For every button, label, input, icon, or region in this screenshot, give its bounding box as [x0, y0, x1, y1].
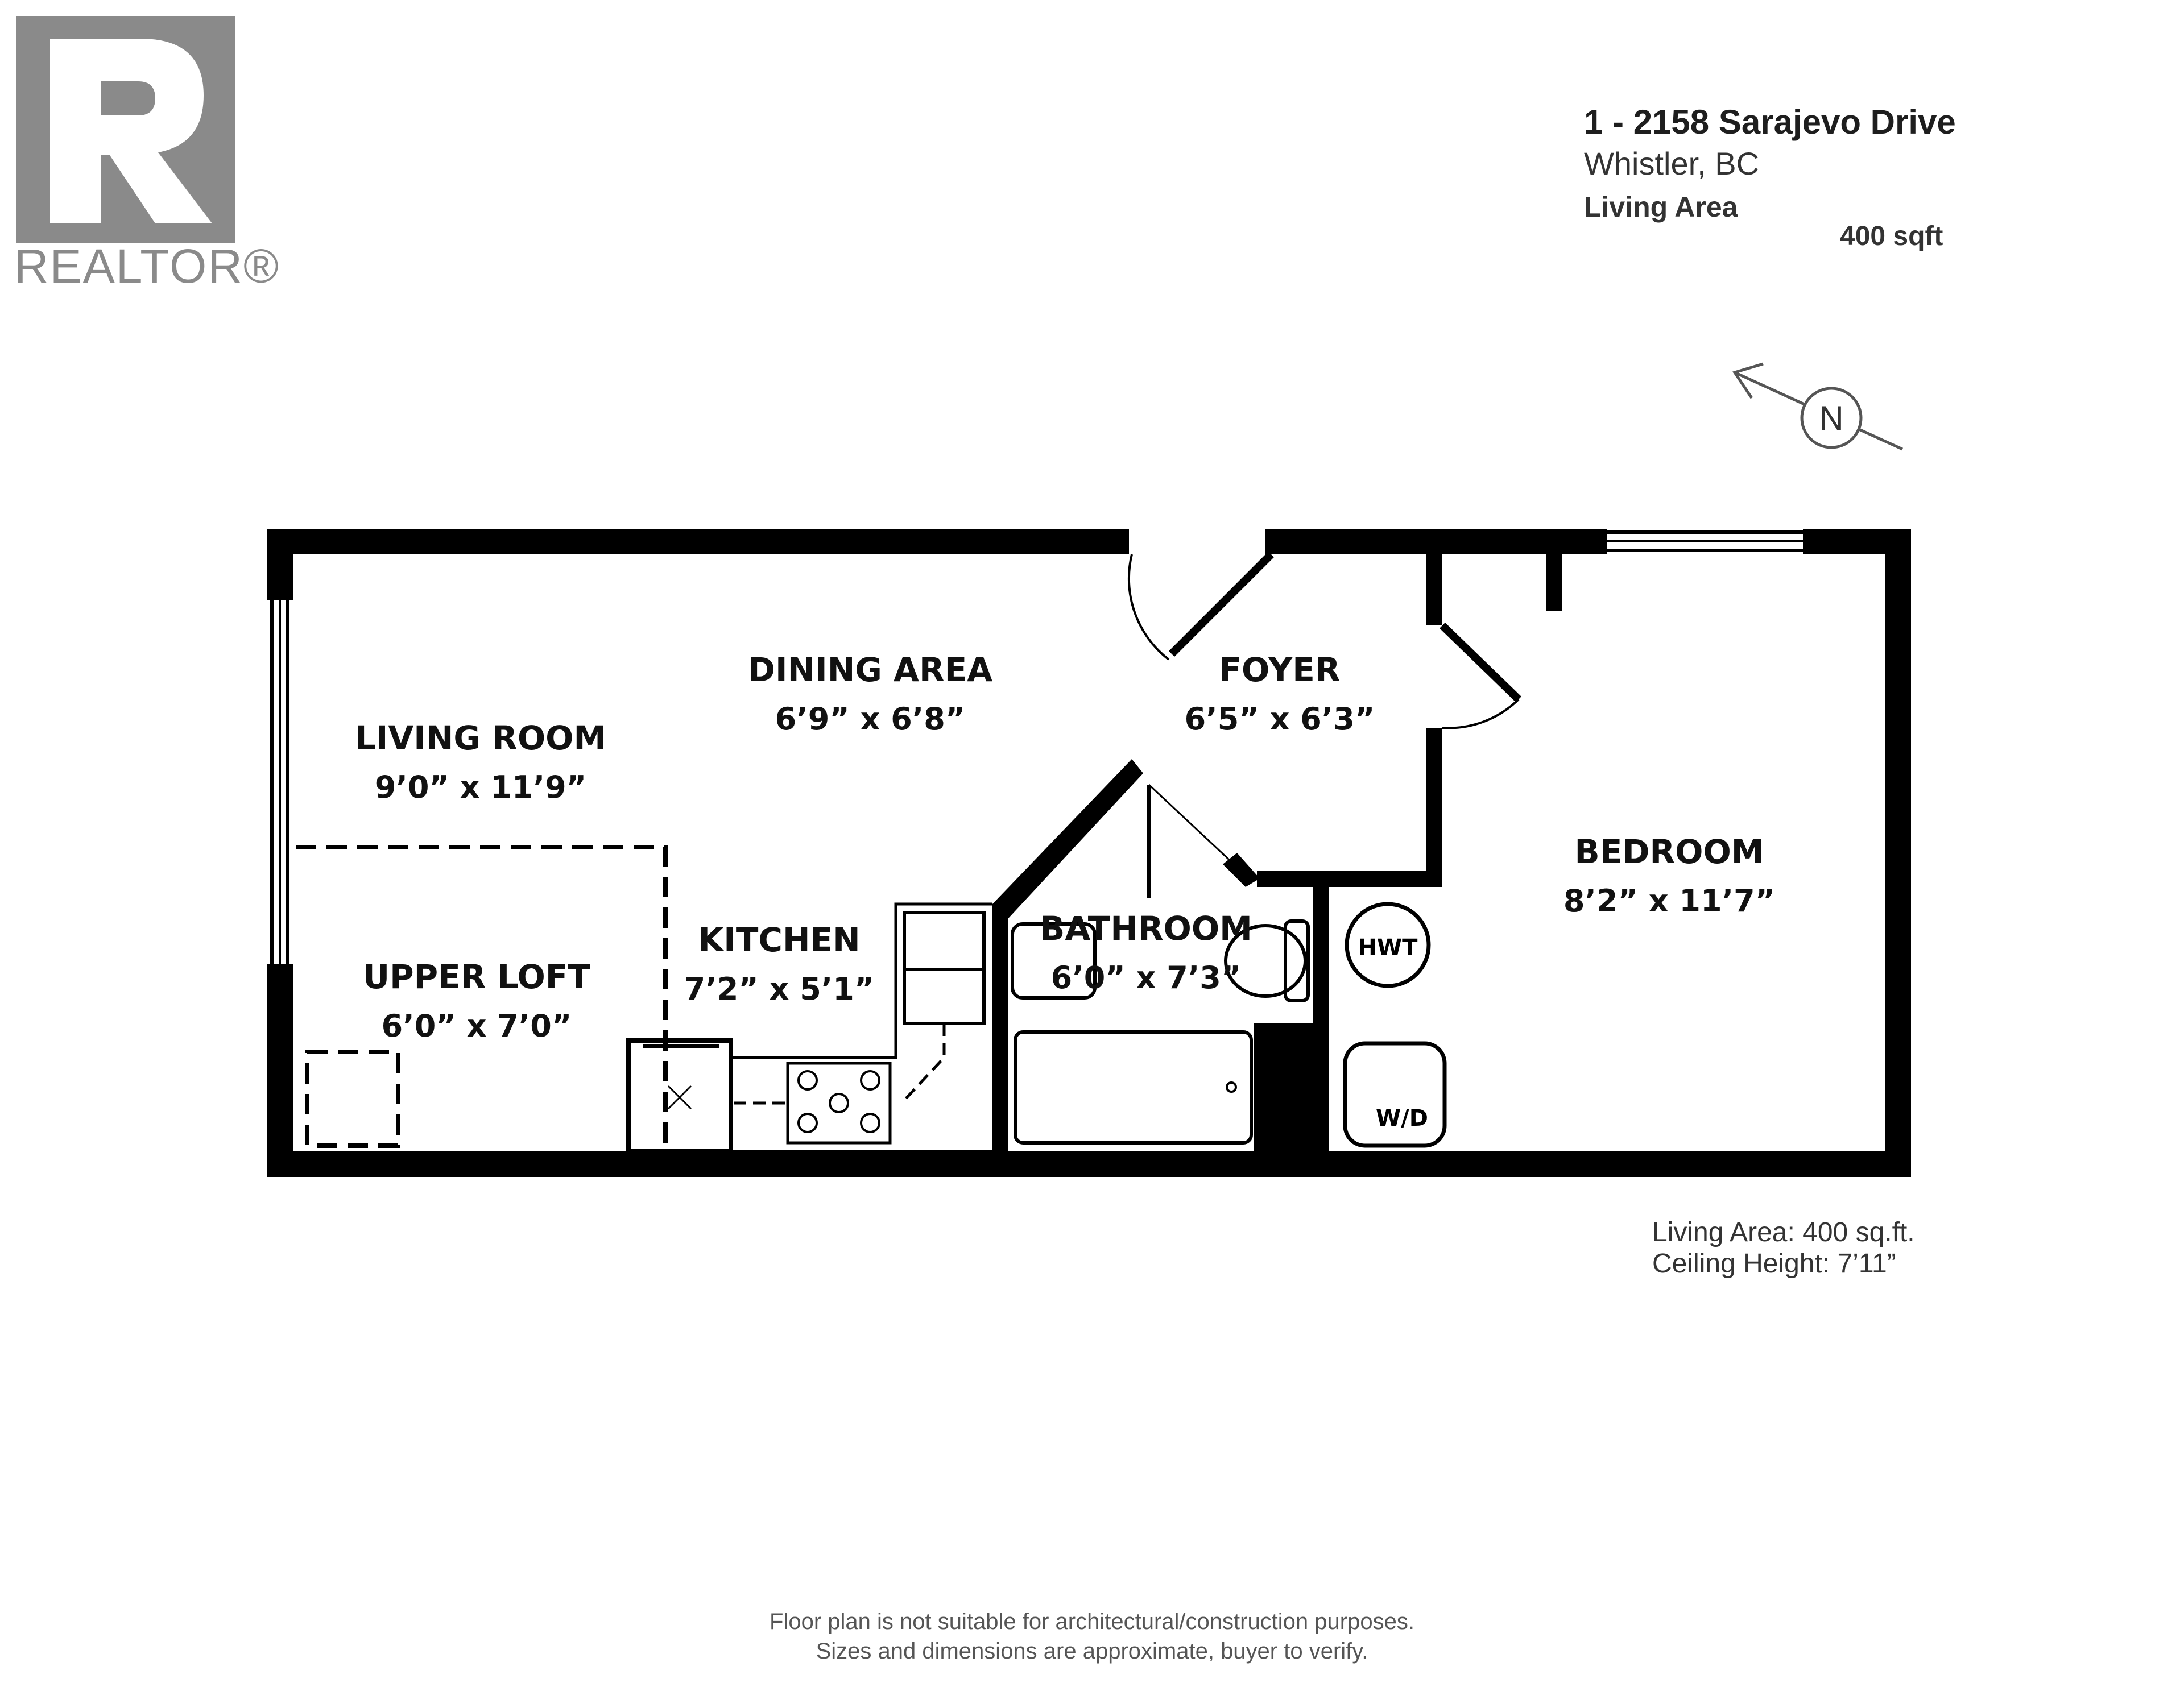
dining-area-dims: 6’9” x 6’8” — [775, 701, 966, 737]
disclaimer-line-1: Floor plan is not suitable for architect… — [770, 1609, 1414, 1634]
address-line-2: Whistler, BC — [1584, 146, 1760, 181]
compass-label: N — [1819, 399, 1843, 437]
disclaimer-line-2: Sizes and dimensions are approximate, bu… — [816, 1639, 1368, 1664]
living-area-info: Living Area: 400 sq.ft. — [1652, 1217, 1915, 1247]
bedroom-name: BEDROOM — [1575, 832, 1764, 871]
dining-area-name: DINING AREA — [748, 650, 992, 689]
upper-loft-dims: 6’0” x 7’0” — [382, 1008, 572, 1044]
washer-dryer-icon — [1343, 1041, 1447, 1148]
interior-walls — [992, 554, 1562, 1151]
utility-fixtures — [1343, 902, 1447, 1148]
living-area-value: 400 sqft — [1840, 221, 1943, 251]
realtor-logo-mark — [16, 16, 235, 243]
kitchen-dims: 7’2” x 5’1” — [684, 971, 875, 1007]
doors — [1127, 552, 1521, 898]
foyer-name: FOYER — [1219, 650, 1340, 689]
kitchen-fixtures — [626, 902, 992, 1154]
ceiling-height-info: Ceiling Height: 7’11” — [1652, 1249, 1896, 1279]
hot-water-tank-icon — [1345, 902, 1431, 988]
bedroom-dims: 8’2” x 11’7” — [1563, 883, 1775, 919]
bathroom-dims: 6’0” x 7’3” — [1051, 960, 1242, 996]
outer-walls — [267, 529, 1911, 1177]
cooktop-burners-icon — [797, 1070, 880, 1133]
address-line-1: 1 - 2158 Sarajevo Drive — [1584, 103, 1956, 141]
north-compass-icon: N — [1732, 362, 1904, 451]
bathroom-name: BATHROOM — [1040, 909, 1252, 948]
realtor-wordmark: REALTOR® — [14, 239, 280, 293]
hwt-label: HWT — [1358, 935, 1418, 961]
living-area-label: Living Area — [1584, 191, 1738, 223]
upper-loft-name: UPPER LOFT — [363, 958, 590, 996]
foyer-dims: 6’5” x 6’3” — [1185, 701, 1375, 737]
bathroom-fixtures — [1011, 919, 1310, 1145]
realtor-r-icon — [16, 16, 235, 243]
kitchen-name: KITCHEN — [698, 921, 860, 959]
living-room-name: LIVING ROOM — [355, 719, 606, 757]
wd-label: W/D — [1376, 1105, 1428, 1131]
upper-loft-outline — [296, 845, 668, 1149]
living-room-dims: 9’0” x 11’9” — [375, 769, 586, 805]
windows — [267, 529, 1803, 964]
